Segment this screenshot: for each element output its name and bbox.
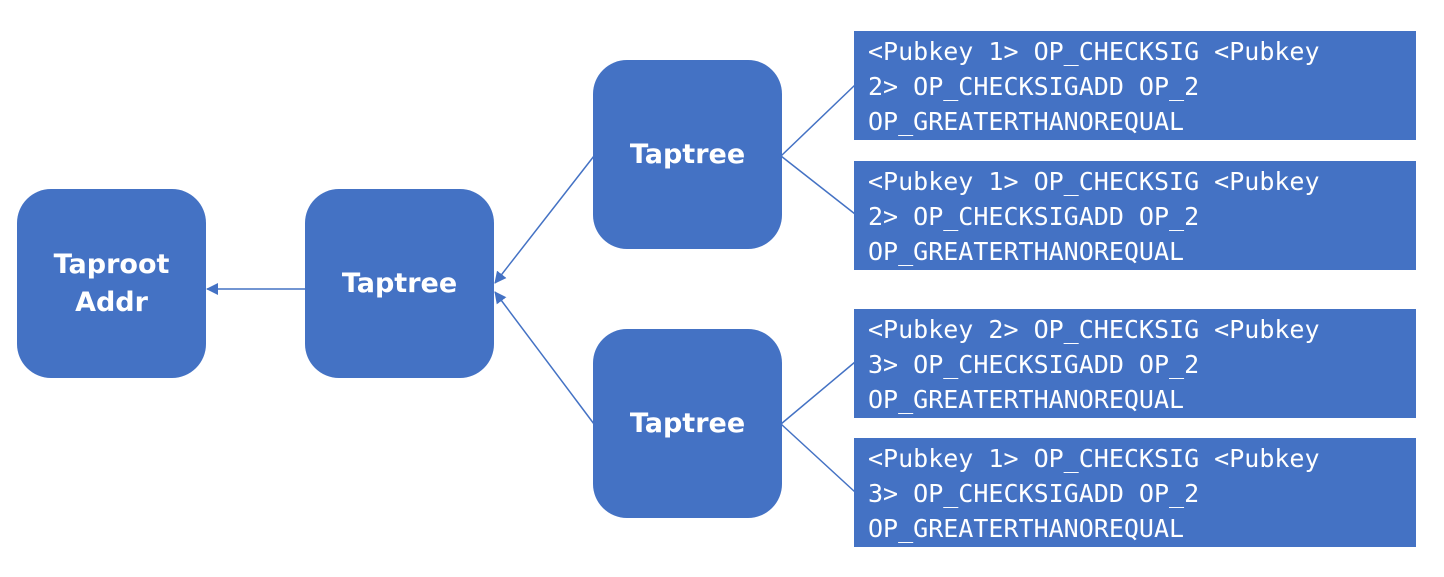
script-leaf-3-line-1: <Pubkey 2> OP_CHECKSIG <Pubkey <box>868 315 1320 344</box>
edge-lower-to-leaf-4 <box>780 423 856 493</box>
taptree-upper-label: Taptree <box>629 138 746 170</box>
taptree-main-label: Taptree <box>341 267 458 299</box>
script-leaf-3: <Pubkey 2> OP_CHECKSIG <Pubkey 3> OP_CHE… <box>854 309 1416 418</box>
script-leaf-2-line-2: 2> OP_CHECKSIGADD OP_2 <box>868 202 1200 231</box>
taptree-lower-label: Taptree <box>629 407 746 439</box>
script-leaf-1-line-1: <Pubkey 1> OP_CHECKSIG <Pubkey <box>868 37 1320 66</box>
script-leaf-2-line-3: OP_GREATERTHANOREQUAL <box>868 237 1185 266</box>
script-leaf-3-line-3: OP_GREATERTHANOREQUAL <box>868 385 1185 414</box>
taproot-addr-label: Taproot Addr <box>54 246 170 322</box>
script-leaf-4-line-3: OP_GREATERTHANOREQUAL <box>868 514 1185 543</box>
taptree-lower-node: Taptree <box>593 329 782 518</box>
taproot-addr-line-1: Taproot <box>53 248 170 280</box>
taproot-addr-line-2: Addr <box>75 286 148 318</box>
edge-lower-to-leaf-3 <box>780 361 856 425</box>
script-leaf-1-line-2: 2> OP_CHECKSIGADD OP_2 <box>868 72 1200 101</box>
script-leaf-2-line-1: <Pubkey 1> OP_CHECKSIG <Pubkey <box>868 167 1320 196</box>
edge-taptree-lower-to-main <box>494 291 595 425</box>
edge-upper-to-leaf-1 <box>780 84 856 157</box>
script-leaf-2: <Pubkey 1> OP_CHECKSIG <Pubkey 2> OP_CHE… <box>854 161 1416 270</box>
script-leaf-3-line-2: 3> OP_CHECKSIGADD OP_2 <box>868 350 1200 379</box>
script-leaf-4: <Pubkey 1> OP_CHECKSIG <Pubkey 3> OP_CHE… <box>854 438 1416 547</box>
edge-taptree-upper-to-main <box>494 155 595 284</box>
edge-upper-to-leaf-2 <box>780 155 856 215</box>
script-leaf-4-line-1: <Pubkey 1> OP_CHECKSIG <Pubkey <box>868 444 1320 473</box>
taproot-addr-node: Taproot Addr <box>17 189 206 378</box>
taptree-main-node: Taptree <box>305 189 494 378</box>
script-leaf-1-line-3: OP_GREATERTHANOREQUAL <box>868 107 1185 136</box>
script-leaf-1: <Pubkey 1> OP_CHECKSIG <Pubkey 2> OP_CHE… <box>854 31 1416 140</box>
script-leaf-4-line-2: 3> OP_CHECKSIGADD OP_2 <box>868 479 1200 508</box>
taptree-upper-node: Taptree <box>593 60 782 249</box>
